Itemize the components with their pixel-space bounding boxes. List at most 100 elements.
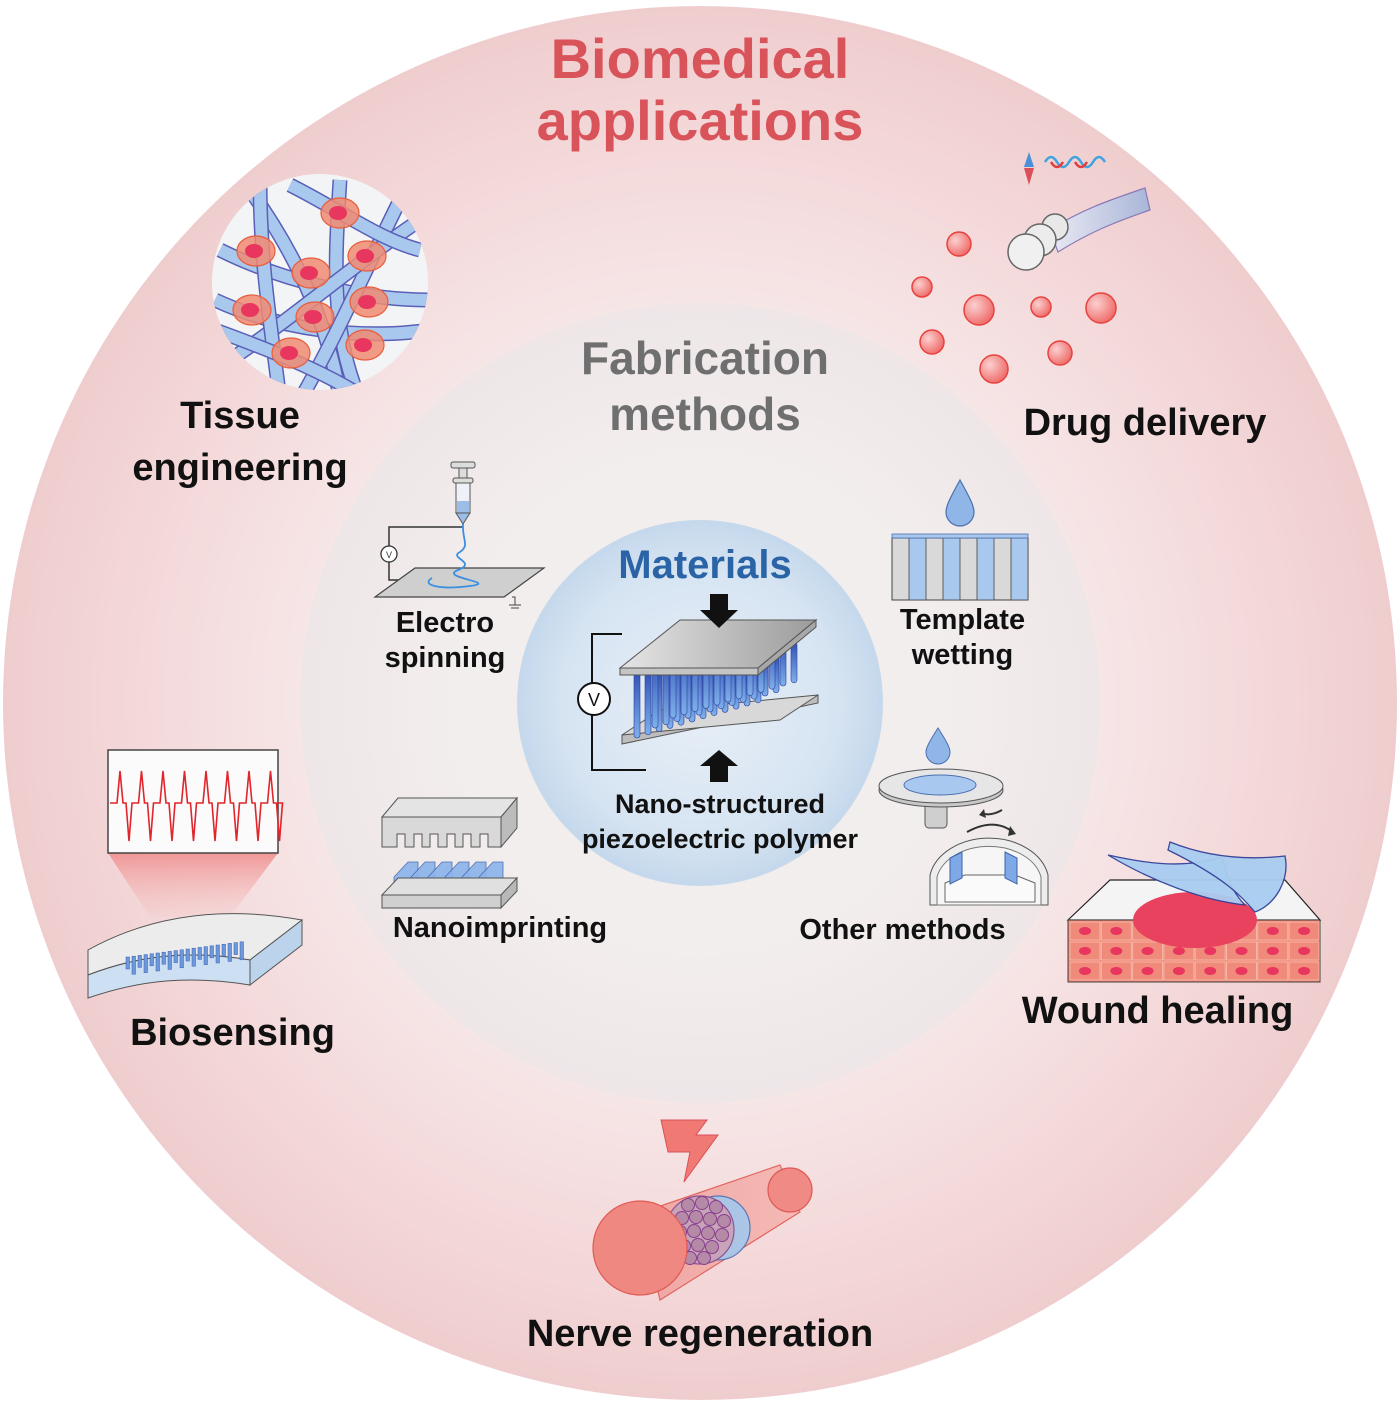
drug-particle bbox=[946, 231, 972, 257]
label-line: spinning bbox=[384, 642, 506, 675]
outer-title-line1: Biomedical bbox=[550, 27, 850, 90]
label-line: wetting bbox=[911, 639, 1014, 672]
cell-nucleus bbox=[354, 338, 372, 352]
svg-text:V: V bbox=[588, 690, 600, 710]
skin-cell-nucleus bbox=[1079, 947, 1091, 955]
label-template-wetting: Template wetting bbox=[870, 603, 1055, 674]
nanorod bbox=[644, 669, 652, 736]
cell-nucleus bbox=[358, 295, 376, 309]
label-line: engineering bbox=[132, 447, 348, 490]
cell-nucleus bbox=[329, 206, 347, 220]
label-wound-healing: Wound healing bbox=[1021, 990, 1294, 1032]
skin-cell-nucleus bbox=[1298, 947, 1311, 955]
sensor-rod bbox=[143, 954, 148, 973]
outer-title-line2: applications bbox=[536, 88, 864, 152]
core-subtitle-line2: piezoelectric polymer bbox=[581, 824, 859, 855]
outer-ring-title: Biomedical applications bbox=[450, 28, 950, 151]
nerve-fascicle bbox=[681, 1198, 695, 1212]
skin-cell-nucleus bbox=[1079, 967, 1091, 975]
nerve-fascicle bbox=[687, 1224, 701, 1238]
skin-cell-nucleus bbox=[1079, 927, 1091, 935]
template-pore bbox=[1010, 537, 1029, 601]
label-nerve-regeneration: Nerve regeneration bbox=[526, 1313, 874, 1355]
piezo-device-icon: V bbox=[577, 594, 819, 782]
skin-cell-nucleus bbox=[1204, 967, 1217, 975]
spin-coating-icon bbox=[878, 727, 1049, 906]
drug-particle bbox=[963, 294, 995, 326]
label-tissue-engineering: Tissue engineering bbox=[110, 390, 370, 495]
nanoimprint-mold-icon bbox=[380, 796, 519, 910]
label-line: Template bbox=[899, 604, 1026, 636]
sensor-rod bbox=[227, 943, 232, 962]
skin-cell-nucleus bbox=[1235, 947, 1248, 955]
drug-particle bbox=[919, 329, 945, 355]
sensor-rod bbox=[125, 956, 130, 970]
ecg-signal-trace bbox=[110, 770, 284, 842]
core-subtitle-line1: Nano-structured bbox=[614, 789, 825, 819]
core-subtitle: Nano-structured piezoelectric polymer bbox=[530, 787, 910, 857]
skin-cell-nucleus bbox=[1266, 927, 1279, 935]
skin-cell-nucleus bbox=[1110, 967, 1123, 975]
skin-cell-nucleus bbox=[1172, 947, 1185, 955]
sensor-rod bbox=[209, 945, 214, 959]
skin-cell-nucleus bbox=[1235, 967, 1248, 975]
sensor-rod bbox=[155, 952, 160, 972]
label-line: Tissue bbox=[180, 395, 300, 437]
skin-cell-nucleus bbox=[1110, 927, 1123, 935]
label-biosensing: Biosensing bbox=[130, 1012, 335, 1054]
nerve-fascicle bbox=[717, 1214, 731, 1228]
template-wetting-icon bbox=[891, 478, 1029, 601]
label-line: Electro bbox=[395, 607, 495, 639]
label-electrospinning: Electro spinning bbox=[355, 606, 535, 677]
label-other-methods: Other methods bbox=[799, 914, 1006, 946]
sensor-rod bbox=[173, 950, 178, 963]
skin-cell-nucleus bbox=[1298, 967, 1311, 975]
nerve-fascicle bbox=[715, 1228, 729, 1242]
cell-nucleus bbox=[280, 346, 298, 360]
template-pore bbox=[976, 537, 995, 601]
voltmeter-icon bbox=[577, 682, 611, 716]
skin-cell-nucleus bbox=[1266, 967, 1279, 975]
cell-nucleus bbox=[245, 244, 263, 258]
label-drug-delivery: Drug delivery bbox=[1023, 402, 1267, 444]
middle-title-line2: methods bbox=[609, 388, 801, 441]
skin-cell-nucleus bbox=[1266, 947, 1279, 955]
nerve-fascicle bbox=[701, 1226, 715, 1240]
skin-cell-nucleus bbox=[1172, 967, 1185, 975]
nerve-fascicle bbox=[689, 1210, 703, 1224]
sensor-rod bbox=[197, 947, 202, 960]
cell-nucleus bbox=[300, 266, 318, 280]
sensor-rod bbox=[239, 941, 244, 961]
svg-text:V: V bbox=[386, 550, 392, 560]
drug-particle bbox=[1085, 292, 1117, 324]
nanorod bbox=[633, 669, 641, 739]
drug-particle bbox=[979, 354, 1009, 384]
cell-nucleus bbox=[356, 249, 374, 263]
skin-cell-nucleus bbox=[1204, 947, 1217, 955]
scaffold-fiber bbox=[254, 179, 286, 390]
nanorod bbox=[790, 641, 798, 684]
flexible-sensor-signal-icon bbox=[87, 749, 304, 999]
sensor-rod bbox=[191, 947, 196, 967]
middle-title-line1: Fabrication bbox=[581, 332, 829, 384]
nerve-fascicle bbox=[697, 1251, 711, 1265]
nerve-fascicle bbox=[695, 1196, 709, 1210]
sensor-rod bbox=[179, 949, 184, 969]
porous-template bbox=[891, 533, 1029, 601]
nerve-conduit-icon bbox=[592, 1119, 813, 1301]
template-pore bbox=[942, 537, 961, 601]
wound-dressing-icon bbox=[1066, 841, 1322, 983]
sensor-rod bbox=[185, 948, 190, 962]
skin-cell-nucleus bbox=[1141, 967, 1154, 975]
cell-scaffold-icon bbox=[212, 174, 428, 390]
nerve-fascicle bbox=[703, 1212, 717, 1226]
scaffold-fiber bbox=[287, 179, 422, 256]
skin-cell-nucleus bbox=[1298, 927, 1311, 935]
middle-ring-title: Fabrication methods bbox=[505, 330, 905, 442]
drug-particle bbox=[1047, 340, 1073, 366]
template-pore bbox=[908, 537, 927, 601]
ultrasound-drug-release-icon bbox=[911, 152, 1151, 384]
sensor-rod bbox=[233, 942, 238, 955]
electrospinning-setup-icon: V bbox=[373, 461, 546, 609]
